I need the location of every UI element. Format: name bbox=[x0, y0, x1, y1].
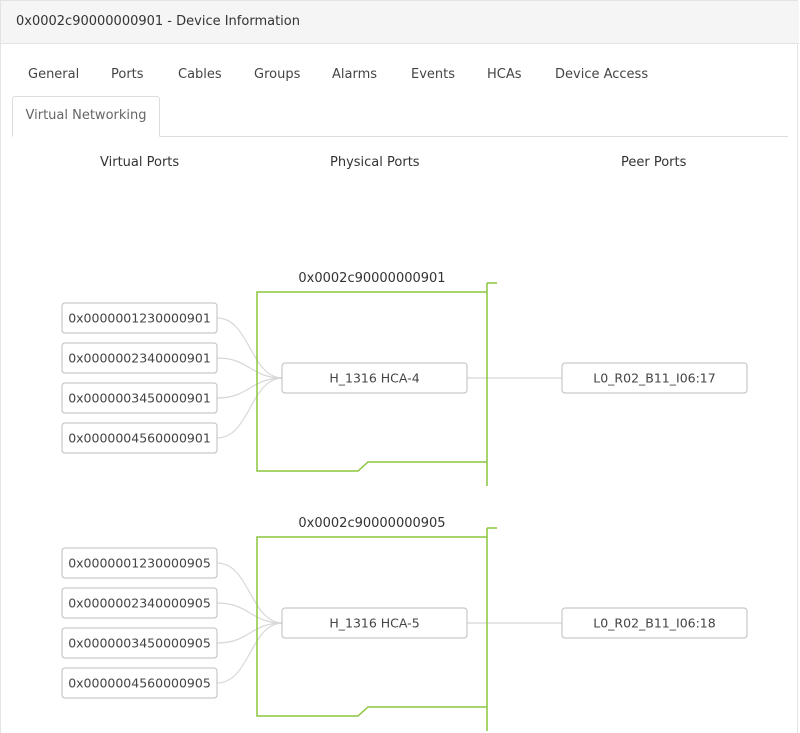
peer-port-node[interactable]: L0_R02_B11_I06:18 bbox=[561, 607, 748, 639]
panel-header: 0x0002c90000000901 - Device Information bbox=[1, 1, 799, 44]
virtual-port-node-box bbox=[61, 422, 218, 454]
virtual-port-node[interactable]: 0x0000004560000905 bbox=[61, 667, 218, 699]
tab-general[interactable]: General bbox=[28, 67, 80, 82]
peer-port-node-box bbox=[561, 607, 748, 639]
column-header-physical-ports: Physical Ports bbox=[330, 155, 420, 170]
virtual-port-node-label: 0x0000003450000905 bbox=[68, 636, 211, 651]
physical-port-node-box bbox=[281, 607, 468, 639]
virtual-port-node-box bbox=[61, 302, 218, 334]
peer-port-node-box bbox=[561, 362, 748, 394]
link-virtual-3-group-2 bbox=[216, 622, 284, 644]
virtual-port-node[interactable]: 0x0000001230000905 bbox=[61, 547, 218, 579]
virtual-port-node-box bbox=[61, 382, 218, 414]
tab-cables[interactable]: Cables bbox=[178, 67, 222, 82]
virtual-port-node-label: 0x0000001230000901 bbox=[68, 311, 211, 326]
peer-port-node-label: L0_R02_B11_I06:17 bbox=[593, 371, 715, 386]
virtual-port-node-box bbox=[61, 587, 218, 619]
tab-virtual-networking[interactable]: Virtual Networking bbox=[12, 96, 160, 137]
virtual-port-node-box bbox=[61, 342, 218, 374]
virtual-port-node-box bbox=[61, 547, 218, 579]
physical-port-node-label: H_1316 HCA-5 bbox=[329, 616, 419, 631]
virtual-port-node[interactable]: 0x0000001230000901 bbox=[61, 302, 218, 334]
virtual-port-node-box bbox=[61, 667, 218, 699]
physical-port-node[interactable]: H_1316 HCA-4 bbox=[281, 362, 468, 394]
tab-hcas[interactable]: HCAs bbox=[487, 67, 522, 82]
group-frame-2 bbox=[256, 527, 497, 731]
tab-ports[interactable]: Ports bbox=[111, 67, 144, 82]
column-header-peer-ports: Peer Ports bbox=[621, 155, 687, 170]
tab-groups[interactable]: Groups bbox=[254, 67, 301, 82]
group-frame-1 bbox=[256, 282, 497, 486]
virtual-port-node-label: 0x0000002340000905 bbox=[68, 596, 211, 611]
virtual-port-node[interactable]: 0x0000003450000905 bbox=[61, 627, 218, 659]
group-guid-label-1: 0x0002c90000000901 bbox=[298, 271, 445, 286]
virtual-port-node-label: 0x0000004560000901 bbox=[68, 431, 211, 446]
virtual-port-node[interactable]: 0x0000004560000901 bbox=[61, 422, 218, 454]
link-virtual-4-group-1 bbox=[216, 377, 284, 439]
link-virtual-4-group-2 bbox=[216, 622, 284, 684]
peer-port-node-label: L0_R02_B11_I06:18 bbox=[593, 616, 715, 631]
tab-events[interactable]: Events bbox=[411, 67, 456, 82]
virtual-port-node[interactable]: 0x0000002340000901 bbox=[61, 342, 218, 374]
column-header-virtual-ports: Virtual Ports bbox=[100, 155, 180, 170]
physical-port-node-box bbox=[281, 362, 468, 394]
virtual-port-node-label: 0x0000003450000901 bbox=[68, 391, 211, 406]
link-virtual-3-group-1 bbox=[216, 377, 284, 399]
virtual-port-node-label: 0x0000004560000905 bbox=[68, 676, 211, 691]
tabs-divider bbox=[12, 136, 788, 137]
tab-device-access[interactable]: Device Access bbox=[555, 67, 649, 82]
virtual-port-node[interactable]: 0x0000002340000905 bbox=[61, 587, 218, 619]
virtual-port-node-label: 0x0000002340000901 bbox=[68, 351, 211, 366]
link-virtual-2-group-2 bbox=[216, 602, 284, 624]
panel-title: 0x0002c90000000901 - Device Information bbox=[16, 14, 300, 29]
virtual-port-node-label: 0x0000001230000905 bbox=[68, 556, 211, 571]
link-virtual-1-group-1 bbox=[216, 317, 284, 379]
peer-port-node[interactable]: L0_R02_B11_I06:17 bbox=[561, 362, 748, 394]
physical-port-node-label: H_1316 HCA-4 bbox=[329, 371, 419, 386]
physical-port-node[interactable]: H_1316 HCA-5 bbox=[281, 607, 468, 639]
virtual-port-node-box bbox=[61, 627, 218, 659]
group-guid-label-2: 0x0002c90000000905 bbox=[298, 516, 445, 531]
link-virtual-2-group-1 bbox=[216, 357, 284, 379]
virtual-port-node[interactable]: 0x0000003450000901 bbox=[61, 382, 218, 414]
link-virtual-1-group-2 bbox=[216, 562, 284, 624]
tab-alarms[interactable]: Alarms bbox=[332, 67, 378, 82]
